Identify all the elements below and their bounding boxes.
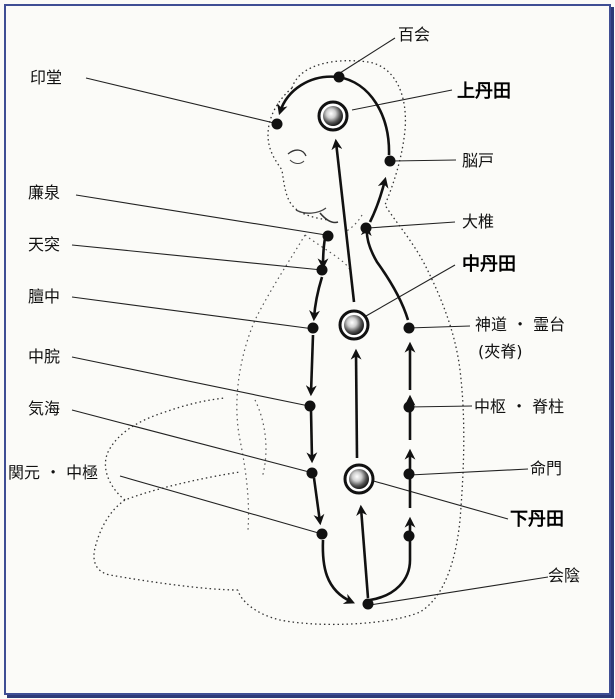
- point-ein: [362, 598, 374, 610]
- point-shindo: [403, 322, 415, 334]
- point-hyakue: [333, 71, 345, 83]
- label-danchu: 膻中: [28, 287, 60, 306]
- label-lower-dantian: 下丹田: [510, 509, 564, 530]
- label-tentotsu: 天突: [28, 235, 60, 254]
- label-ein: 会陰: [548, 566, 580, 585]
- label-chusu-sekichu: 中枢 ・ 脊柱: [474, 397, 564, 416]
- circulation-paths: [277, 75, 416, 604]
- point-indo: [271, 118, 283, 130]
- leader-lines: [71, 37, 549, 606]
- orb-middle-dantian: [338, 309, 370, 341]
- point-noko: [384, 155, 396, 167]
- label-upper-dantian: 上丹田: [457, 81, 511, 102]
- point-danchu: [307, 322, 319, 334]
- face-features: [287, 149, 339, 224]
- labels: 百会 印堂 上丹田 脳戸 廉泉 大椎 天突 中丹田 膻中 神道 ・ 霊台 (夾脊…: [8, 25, 580, 585]
- label-noko: 脳戸: [462, 151, 494, 170]
- label-kangen-chukyoku: 関元 ・ 中極: [8, 463, 98, 482]
- point-meimon: [403, 468, 415, 480]
- point-kikai: [306, 467, 318, 479]
- label-kyosekitsu: (夾脊): [478, 342, 523, 361]
- label-daitsui: 大椎: [462, 212, 494, 231]
- label-kikai: 気海: [28, 399, 60, 418]
- diagram-frame: [4, 4, 611, 695]
- point-kangen: [316, 528, 328, 540]
- label-meimon: 命門: [530, 459, 562, 478]
- dantian-orbs: [317, 100, 375, 495]
- orb-upper-dantian: [317, 100, 349, 132]
- label-shindo-reidai: 神道 ・ 霊台: [475, 315, 565, 334]
- label-chukan: 中脘: [28, 347, 60, 366]
- label-indo: 印堂: [30, 68, 62, 87]
- point-back-lower: [403, 530, 415, 542]
- label-rensen: 廉泉: [28, 183, 60, 202]
- orb-lower-dantian: [343, 463, 375, 495]
- point-rensen: [322, 230, 334, 242]
- acupoints: [271, 71, 415, 610]
- label-hyakue: 百会: [398, 25, 430, 44]
- point-daitsui: [360, 222, 372, 234]
- point-tentotsu: [316, 264, 328, 276]
- point-chusu: [403, 401, 415, 413]
- label-middle-dantian: 中丹田: [462, 253, 516, 275]
- point-chukan: [304, 400, 316, 412]
